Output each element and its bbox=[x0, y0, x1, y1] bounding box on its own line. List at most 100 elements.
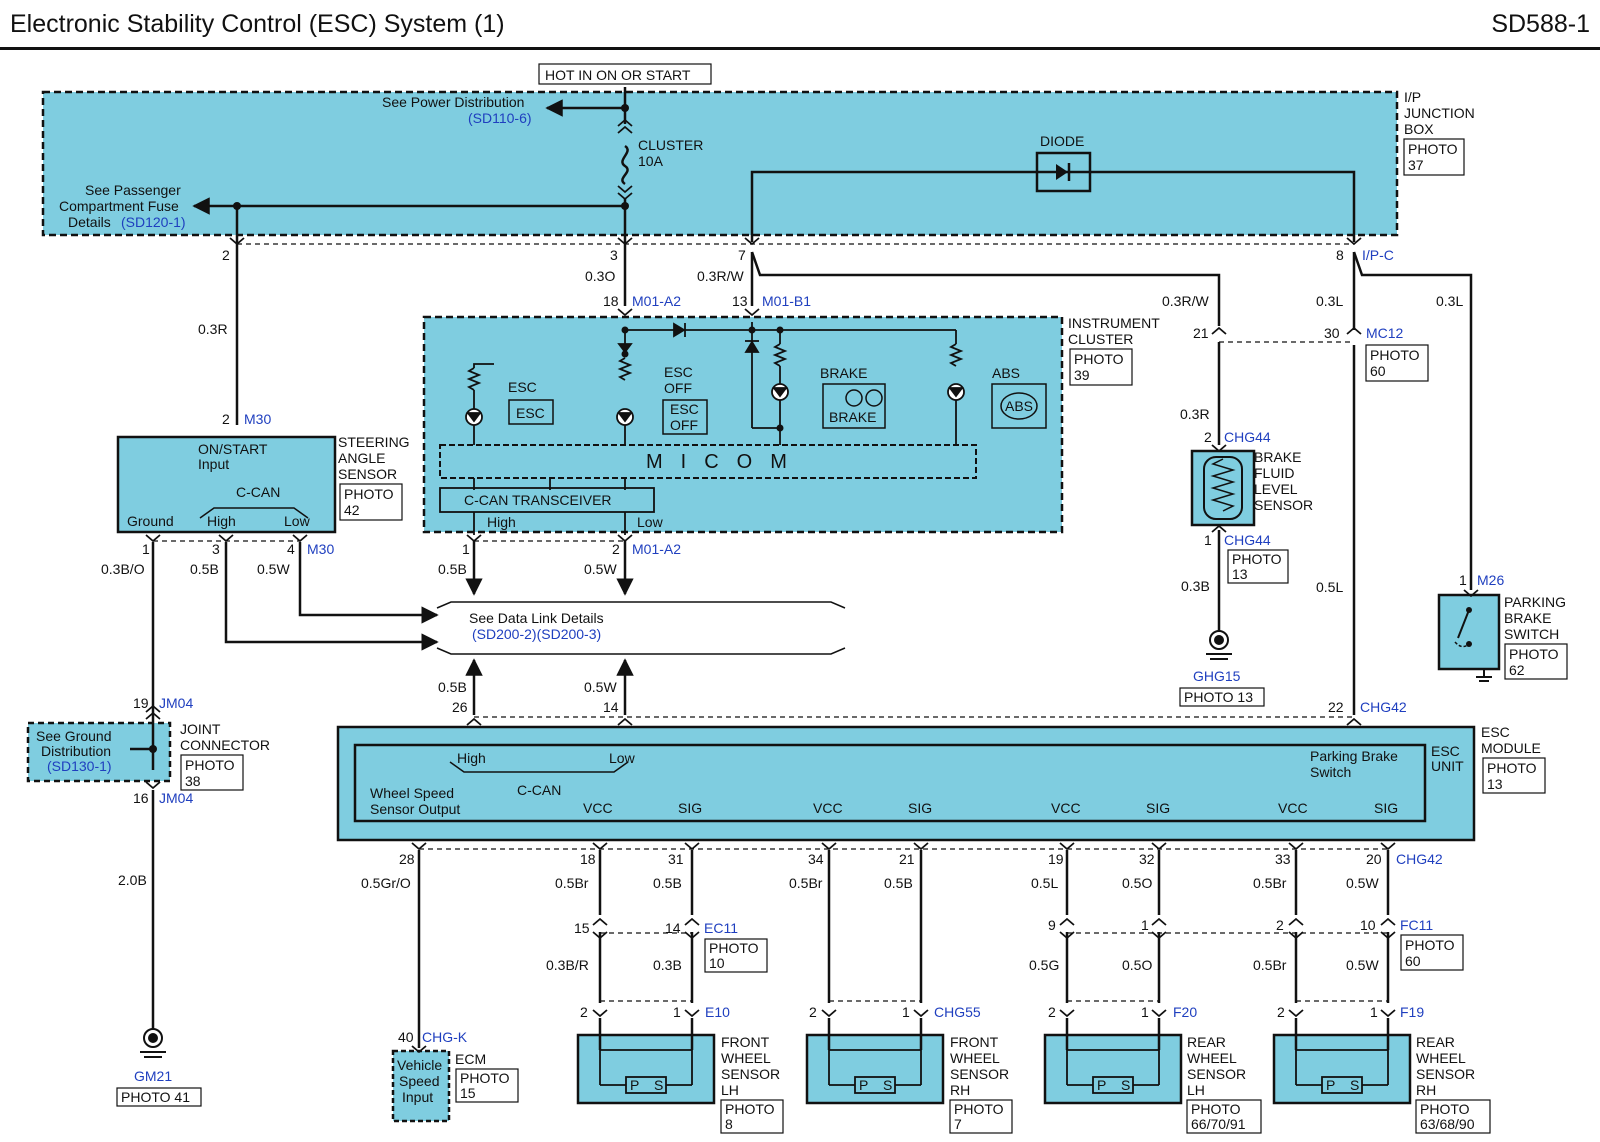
mc12-pin-21: 21 bbox=[1193, 325, 1209, 341]
bottom-pin: 19 bbox=[1048, 851, 1064, 867]
cluster-conn-a2: M01-A2 bbox=[632, 293, 681, 309]
sensor-p: P bbox=[1097, 1077, 1106, 1093]
mid-pin: 10 bbox=[1360, 917, 1376, 933]
micom-label: MICOM bbox=[646, 451, 805, 473]
passenger-label-3: Details bbox=[68, 214, 111, 230]
sensor-pin-b: 1 bbox=[1370, 1004, 1378, 1020]
page-code: SD588-1 bbox=[1491, 10, 1590, 38]
fc11-photo: PHOTO bbox=[1405, 937, 1455, 953]
steering-pin-3: 3 bbox=[212, 541, 220, 557]
esc-vcc-2: VCC bbox=[813, 800, 843, 816]
sensor-p: P bbox=[1326, 1077, 1335, 1093]
sensor-name-1: FRONT bbox=[950, 1034, 999, 1050]
sensor-pin-a: 2 bbox=[580, 1004, 588, 1020]
esc-ccan-bracket bbox=[449, 761, 629, 773]
ipjb-pin-8: 8 bbox=[1336, 247, 1344, 263]
bottom-wire: 0.5Br bbox=[1253, 875, 1287, 891]
ecm-box bbox=[391, 1049, 451, 1123]
esc-name-2: MODULE bbox=[1481, 740, 1541, 756]
bfls-photo-num: 13 bbox=[1232, 566, 1248, 582]
sensor-photo-num: 63/68/90 bbox=[1420, 1116, 1475, 1132]
mid-wire: 0.5O bbox=[1122, 957, 1152, 973]
bottom-pin: 33 bbox=[1275, 851, 1291, 867]
ground-icon-gm21 bbox=[140, 1028, 166, 1058]
sensor-photo: PHOTO bbox=[725, 1101, 775, 1117]
sensor-name-1: FRONT bbox=[721, 1034, 770, 1050]
bfls-pin-2: 2 bbox=[1204, 429, 1212, 445]
joint-photo-num: 38 bbox=[185, 773, 201, 789]
sensor-name-3: SENSOR bbox=[1187, 1066, 1246, 1082]
ipjb-photo-num: 37 bbox=[1408, 157, 1424, 173]
esc-pb-1: Parking Brake bbox=[1310, 748, 1398, 764]
parking-name-1: PARKING bbox=[1504, 594, 1566, 610]
mid-pin: 9 bbox=[1048, 917, 1056, 933]
ground-icon-parking bbox=[1476, 669, 1492, 682]
sensor-s: S bbox=[883, 1077, 892, 1093]
ec11-photo-num: 10 bbox=[709, 955, 725, 971]
esc-conn-bot: CHG42 bbox=[1396, 851, 1443, 867]
see-power-label: See Power Distribution bbox=[382, 94, 524, 110]
sensor-conn: CHG55 bbox=[934, 1004, 981, 1020]
ipjb-pin-2: 2 bbox=[222, 247, 230, 263]
cluster-high: High bbox=[487, 514, 516, 530]
sensor-name-3: SENSOR bbox=[721, 1066, 780, 1082]
ecm-pin: 40 bbox=[398, 1029, 414, 1045]
bfls-conn-bot: CHG44 bbox=[1224, 532, 1271, 548]
escoff-icon-1: ESC bbox=[670, 401, 699, 417]
sensor-pin-b: 1 bbox=[1141, 1004, 1149, 1020]
wire-03RW-b: 0.3R/W bbox=[1162, 293, 1209, 309]
see-power-ref[interactable]: (SD110-6) bbox=[468, 110, 532, 126]
bottom-pin: 34 bbox=[808, 851, 824, 867]
wheel-sensor-internals bbox=[599, 1049, 1389, 1094]
steering-ccan: C-CAN bbox=[236, 484, 280, 500]
ecm-photo-num: 15 bbox=[460, 1085, 476, 1101]
esc-sig-2: SIG bbox=[908, 800, 932, 816]
esc-pb-2: Switch bbox=[1310, 764, 1351, 780]
brake-lamp-label: BRAKE bbox=[820, 365, 867, 381]
ec11-photo: PHOTO bbox=[709, 940, 759, 956]
cluster-name-1: INSTRUMENT bbox=[1068, 315, 1160, 331]
wire-20B: 2.0B bbox=[118, 872, 147, 888]
transceiver-label: C-CAN TRANSCEIVER bbox=[464, 492, 612, 508]
esc-photo: PHOTO bbox=[1487, 760, 1537, 776]
sensor-photo-num: 8 bbox=[725, 1116, 733, 1132]
wire-03R-b: 0.3R bbox=[1180, 406, 1210, 422]
ipjb-name-2: JUNCTION bbox=[1404, 105, 1475, 121]
ec11-conn: EC11 bbox=[704, 920, 738, 936]
fc11-conn: FC11 bbox=[1400, 917, 1433, 933]
joint-name-2: CONNECTOR bbox=[180, 737, 270, 753]
steering-low: Low bbox=[284, 513, 311, 529]
parking-name-3: SWITCH bbox=[1504, 626, 1559, 642]
sensor-conn: E10 bbox=[705, 1004, 730, 1020]
passenger-ref[interactable]: (SD120-1) bbox=[121, 214, 186, 230]
esc-conn-top: CHG42 bbox=[1360, 699, 1407, 715]
sensor-name-3: SENSOR bbox=[950, 1066, 1009, 1082]
wire-05B-c: 0.5B bbox=[438, 561, 467, 577]
wire-03BO: 0.3B/O bbox=[101, 561, 145, 577]
brake-fluid-level-sensor-box bbox=[1190, 449, 1256, 527]
steering-photo: PHOTO bbox=[344, 486, 394, 502]
ecm-conn: CHG-K bbox=[422, 1029, 468, 1045]
transceiver-box bbox=[439, 487, 655, 513]
bfls-photo-box bbox=[1227, 549, 1289, 584]
datalink-ref[interactable]: (SD200-2)(SD200-3) bbox=[472, 626, 601, 642]
sensor-photo-num: 7 bbox=[954, 1116, 962, 1132]
connector-chevrons bbox=[145, 118, 1479, 1054]
mid-pin: 2 bbox=[1276, 917, 1284, 933]
micom-box bbox=[439, 444, 977, 479]
escoff-icon-2: OFF bbox=[670, 417, 698, 433]
esc-name-1: ESC bbox=[1481, 724, 1510, 740]
sensor-name-2: WHEEL bbox=[1187, 1050, 1237, 1066]
escoff-label-1: ESC bbox=[664, 364, 693, 380]
mid-pin: 1 bbox=[1141, 917, 1149, 933]
cluster-photo-num: 39 bbox=[1074, 367, 1090, 383]
wire-05B-e: 0.5B bbox=[438, 679, 467, 695]
supply-box bbox=[538, 63, 712, 85]
steering-conn: M30 bbox=[244, 411, 271, 427]
joint-see-ref[interactable]: (SD130-1) bbox=[47, 758, 112, 774]
cluster-pin-2: 2 bbox=[612, 541, 620, 557]
wire-03L-b: 0.3L bbox=[1436, 293, 1463, 309]
bfls-conn-top: CHG44 bbox=[1224, 429, 1271, 445]
bottom-pin: 18 bbox=[580, 851, 596, 867]
gm21-label: GM21 bbox=[134, 1068, 172, 1084]
